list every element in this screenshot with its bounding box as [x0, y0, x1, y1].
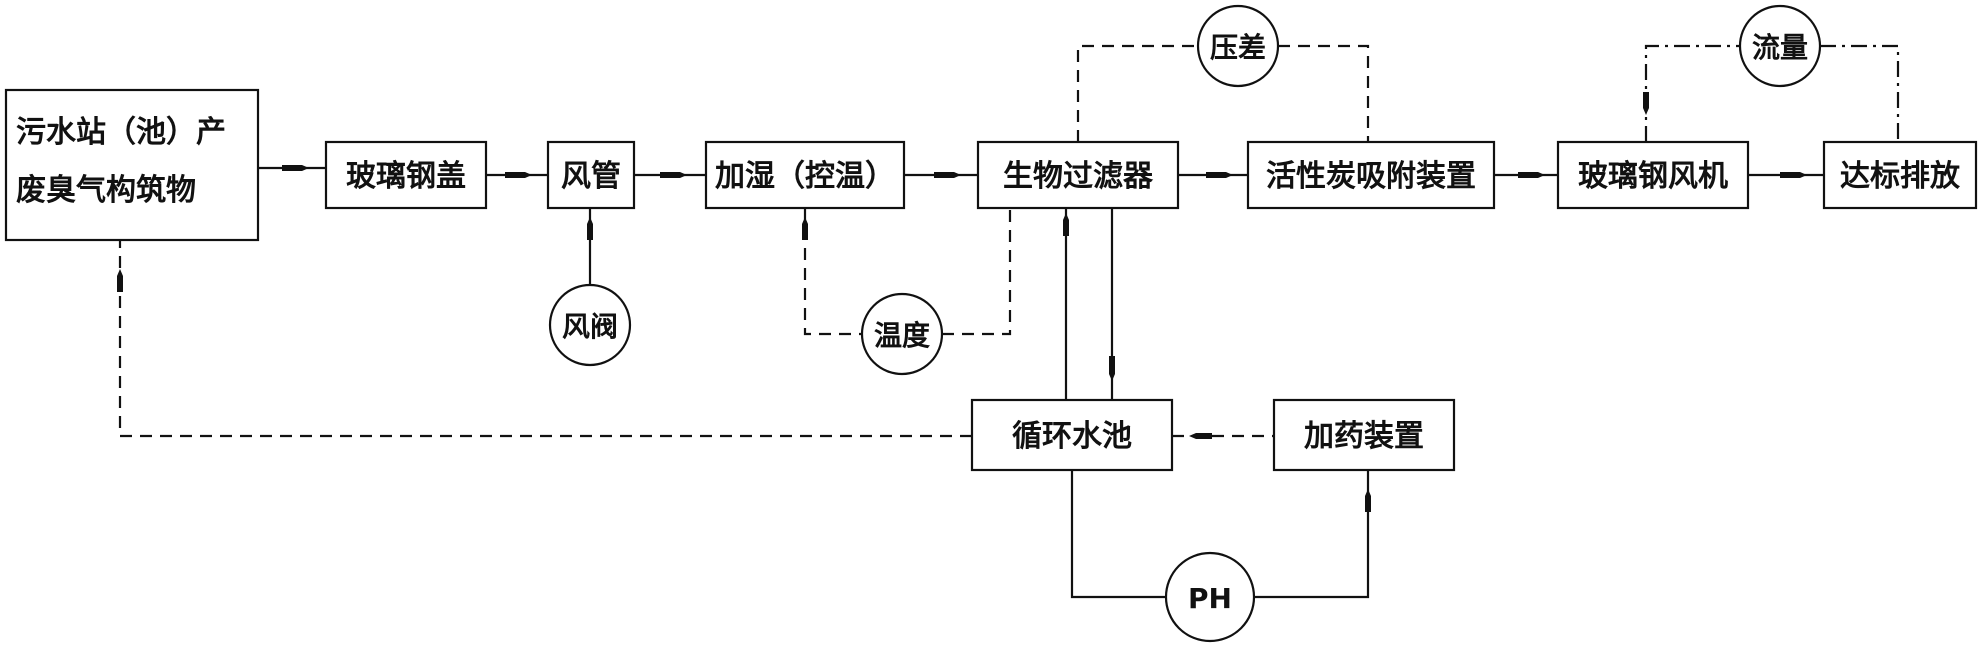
- biofilter-label: 生物过滤器: [1003, 159, 1154, 194]
- flow-arrow-cover-to-duct: [505, 172, 532, 178]
- ph-label: PH: [1188, 582, 1232, 615]
- flow-arrow-duct-to-humidify: [660, 172, 687, 178]
- ph-loop-left: [1070, 470, 1166, 599]
- temperature-loop-left: [803, 208, 862, 336]
- air-duct-box: [546, 140, 636, 210]
- tank-to-biofilter-arrow: [1063, 213, 1069, 236]
- air-duct-label: 风管: [561, 159, 621, 194]
- circ-tank-label: 循环水池: [1012, 419, 1132, 454]
- biofilter-to-tank-arrow: [1109, 356, 1115, 381]
- damper-connection-arrow: [587, 217, 593, 240]
- return-line-tank-to-source: [118, 240, 972, 438]
- return-line-arrow: [117, 269, 123, 292]
- flow-label: 流量: [1752, 31, 1808, 64]
- activated-carbon-label: 活性炭吸附装置: [1266, 159, 1476, 194]
- temperature-loop-arrow: [802, 217, 808, 240]
- pressure-diff-label: 压差: [1210, 31, 1266, 64]
- damper-label: 风阀: [562, 310, 618, 343]
- flow-arrow-fan-to-discharge: [1780, 172, 1807, 178]
- flow-loop-right: [1820, 44, 1900, 142]
- source-box: [4, 88, 260, 242]
- frp-cover-box: [324, 140, 488, 210]
- flow-loop-left: [1644, 44, 1740, 142]
- activated-carbon-box: [1246, 140, 1496, 210]
- dosing-to-tank-arrow: [1189, 433, 1212, 439]
- ph-loop-right: [1254, 470, 1370, 599]
- flow-arrow-carbon-to-fan: [1518, 172, 1545, 178]
- source-label-line2: 废臭气构筑物: [16, 173, 196, 208]
- flow-arrow-biofilter-to-carbon: [1206, 172, 1233, 178]
- temperature-loop-right: [942, 208, 1012, 336]
- pressure-diff-loop-right: [1278, 44, 1370, 142]
- frp-cover-label: 玻璃钢盖: [346, 159, 466, 194]
- flow-loop-arrow: [1643, 92, 1649, 115]
- humidify-label: 加湿（控温）: [715, 159, 895, 194]
- discharge-box: [1822, 140, 1978, 210]
- discharge-label: 达标排放: [1840, 159, 1961, 194]
- flow-arrow-humidify-to-biofilter: [934, 172, 961, 178]
- ph-loop-arrow: [1365, 489, 1371, 512]
- temperature-label: 温度: [874, 319, 930, 352]
- source-label-line1: 污水站（池）产: [16, 115, 226, 150]
- dosing-label: 加药装置: [1304, 419, 1424, 454]
- frp-fan-label: 玻璃钢风机: [1578, 159, 1728, 194]
- flow-arrow-source-to-cover: [282, 165, 309, 171]
- pressure-diff-loop-left: [1076, 44, 1198, 142]
